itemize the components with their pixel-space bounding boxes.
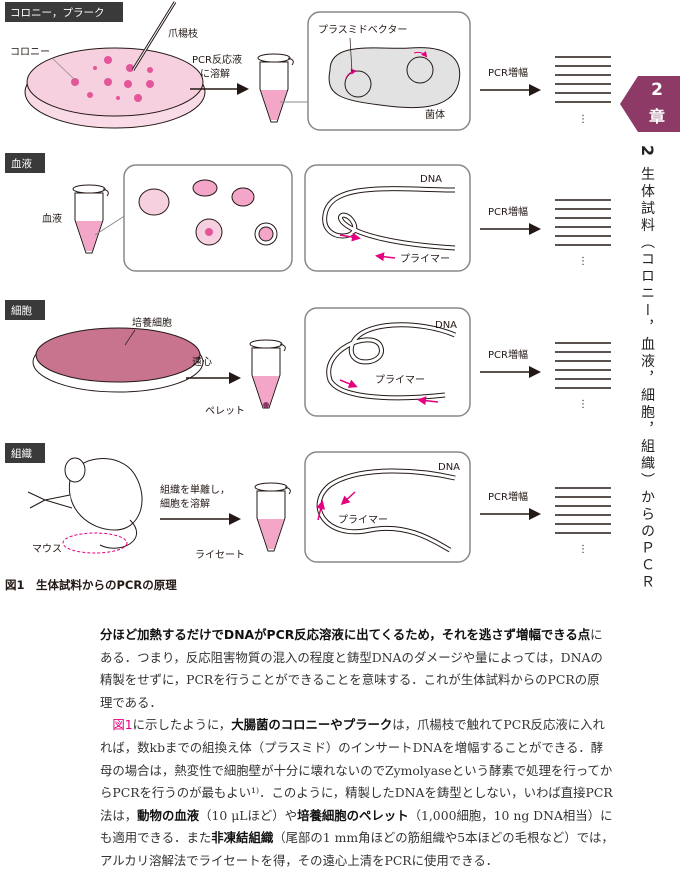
label-blood: 血液 bbox=[42, 212, 62, 225]
text-segment: 理である． bbox=[100, 694, 162, 710]
section-title: 生体試料（コロニー，血液，細胞，組織）からのＰＣＲ bbox=[639, 166, 655, 592]
label-primer: プライマー bbox=[338, 514, 388, 526]
row-colony: コロニー，プラーク コロニー 爪楊枝 PCR反応液 に溶解 プラスミドベクター … bbox=[5, 1, 612, 131]
ellipsis: ⋮ bbox=[578, 399, 588, 410]
text-line: 精製をせずに，PCRを行うことができることを意味する．これが生体試料からのPCR… bbox=[100, 669, 625, 692]
tube bbox=[249, 339, 286, 409]
text-line: れば，数kbまでの組換え体（プラスミド）のインサートDNAを増幅することができる… bbox=[100, 737, 625, 760]
section-number: 2 bbox=[638, 145, 657, 160]
label-toothpick: 爪楊枝 bbox=[168, 27, 198, 40]
bold-text: 大腸菌のコロニーやプラーク bbox=[231, 717, 393, 733]
label-cultured-cells: 培養細胞 bbox=[132, 316, 172, 329]
figure-reference-link[interactable]: 図1 bbox=[112, 717, 133, 733]
figure-caption: 図1 生体試料からのPCRの原理 bbox=[5, 578, 177, 592]
figure-1: コロニー，プラーク コロニー 爪楊枝 PCR反応液 に溶解 プラスミドベクター … bbox=[5, 1, 612, 563]
label-dna: DNA bbox=[435, 320, 457, 331]
label-isolate-tissue: 組織を単離し， bbox=[160, 483, 230, 496]
text-segment: （尾部の1 mm角ほどの筋組織や5本ほどの毛根など）では， bbox=[273, 830, 614, 846]
text-line: 母の場合は，熱変性で細胞壁が十分に壊れないのでZymolyaseという酵素で処理… bbox=[100, 760, 625, 783]
label-colony: コロニー bbox=[10, 47, 50, 58]
text-line: アルカリ溶解法でライセートを得，その遠心上清をPCRに使用できる． bbox=[100, 850, 625, 873]
pcr-product-bands bbox=[554, 487, 612, 534]
bacterium bbox=[328, 47, 461, 109]
row-label-box bbox=[5, 443, 45, 463]
label-primer: プライマー bbox=[400, 253, 450, 265]
bold-text: 分ほど加熱するだけでDNAがPCR反応溶液に出てくるため，それを逃さず増幅できる… bbox=[100, 627, 591, 642]
text-line: 分ほど加熱するだけでDNAがPCR反応溶液に出てくるため，それを逃さず増幅できる… bbox=[100, 624, 625, 647]
label-pellet: ペレット bbox=[205, 406, 245, 417]
text-segment: アルカリ溶解法でライセートを得，その遠心上清をPCRに使用できる． bbox=[100, 852, 499, 868]
label-mouse: マウス bbox=[32, 543, 62, 555]
row-label-box bbox=[5, 2, 123, 22]
row-label: 組織 bbox=[11, 447, 32, 460]
text-segment: に示したように， bbox=[132, 717, 232, 733]
chapter-number: 2 bbox=[651, 80, 663, 100]
petri-dish bbox=[24, 47, 206, 129]
tube bbox=[257, 53, 294, 123]
text-segment: に bbox=[590, 627, 603, 642]
blood-cells bbox=[138, 179, 278, 246]
tube bbox=[254, 482, 291, 552]
label-pcr-amp: PCR増幅 bbox=[488, 66, 528, 79]
text-segment: 精製をせずに，PCRを行うことができることを意味する．これが生体試料からのPCR… bbox=[100, 672, 600, 688]
text-line: 法は，動物の血液（10 μLほど）や培養細胞のペレット（1,000細胞，10 n… bbox=[100, 805, 625, 828]
text-segment: れば，数kbまでの組換え体（プラスミド）のインサートDNAを増幅することができる… bbox=[100, 739, 604, 755]
row-cells: 細胞 培養細胞 遠心 ペレット DNA プライマー PCR増幅 ⋮ bbox=[5, 300, 612, 417]
row-label: 血液 bbox=[11, 157, 32, 170]
row-label: 細胞 bbox=[11, 304, 32, 317]
text-segment: 母の場合は，熱変性で細胞壁が十分に壊れないのでZymolyaseという酵素で処理… bbox=[100, 762, 613, 778]
text-segment bbox=[100, 717, 112, 732]
pcr-product-bands bbox=[554, 56, 612, 103]
text-line: らPCRを行うのが最もよい¹⁾．このように，精製したDNAを鋳型としない，いわば… bbox=[100, 782, 625, 805]
bold-text: 非凍結組織 bbox=[211, 830, 274, 846]
label-lysate: ライセート bbox=[195, 549, 245, 561]
label-pcr-amp: PCR増幅 bbox=[488, 348, 528, 361]
label-pcr-amp: PCR増幅 bbox=[488, 490, 528, 503]
chapter-kanji: 章 bbox=[648, 107, 665, 126]
ellipsis: ⋮ bbox=[578, 256, 588, 267]
row-tissue: 組織 マウス 組織を単離し， 細胞を溶解 ライセート DNA プライマー PCR… bbox=[5, 443, 612, 563]
label-lyse-cells: 細胞を溶解 bbox=[160, 497, 210, 510]
label-primer: プライマー bbox=[375, 374, 425, 386]
text-line: 図1に示したように，大腸菌のコロニーやプラークは，爪楊枝で触れてPCR反応液に入… bbox=[100, 714, 625, 737]
text-line: 理である． bbox=[100, 692, 625, 715]
ellipsis: ⋮ bbox=[578, 114, 588, 125]
label-pcr-solution: PCR反応液 bbox=[192, 53, 242, 66]
bold-text: 培養細胞のペレット bbox=[297, 807, 409, 823]
dna-strand bbox=[317, 469, 456, 552]
zoom-panel-dna bbox=[304, 307, 471, 417]
ellipsis: ⋮ bbox=[578, 544, 588, 555]
text-segment: （1,000細胞，10 ng DNA相当）に bbox=[408, 807, 613, 823]
plasmid bbox=[406, 56, 434, 84]
text-segment: 法は， bbox=[100, 807, 138, 823]
text-segment: ある．つまり，反応阻害物質の混入の程度と鋳型DNAのダメージや量によっては，DN… bbox=[100, 649, 603, 665]
label-dna: DNA bbox=[438, 462, 460, 473]
text-line: ある．つまり，反応阻害物質の混入の程度と鋳型DNAのダメージや量によっては，DN… bbox=[100, 647, 625, 670]
label-plasmid: プラスミドベクター bbox=[318, 24, 407, 36]
row-label-box bbox=[5, 300, 45, 320]
tube bbox=[72, 184, 109, 254]
label-dissolve: に溶解 bbox=[200, 67, 230, 80]
running-header: 2 生体試料（コロニー，血液，細胞，組織）からのＰＣＲ bbox=[637, 145, 657, 592]
label-bacterium: 菌体 bbox=[425, 109, 445, 121]
text-segment: は，爪楊枝で触れてPCR反応液に入れ bbox=[392, 717, 605, 733]
cultured-cells bbox=[35, 327, 201, 383]
bold-text: 動物の血液 bbox=[137, 807, 200, 823]
label-centrifuge: 遠心 bbox=[192, 355, 212, 368]
pcr-product-bands bbox=[554, 199, 612, 246]
plasmid bbox=[344, 70, 372, 98]
row-blood: 血液 血液 DNA プライマー PCR増幅 ⋮ bbox=[5, 153, 612, 272]
text-line: も適用できる．また非凍結組織（尾部の1 mm角ほどの筋組織や5本ほどの毛根など）… bbox=[100, 827, 625, 850]
row-label: コロニー，プラーク bbox=[10, 7, 105, 19]
text-segment: らPCRを行うのが最もよい¹⁾．このように，精製したDNAを鋳型としない，いわば… bbox=[100, 785, 613, 801]
body-text: 分ほど加熱するだけでDNAがPCR反応溶液に出てくるため，それを逃さず増幅できる… bbox=[100, 624, 625, 873]
label-dna: DNA bbox=[420, 174, 442, 185]
pcr-product-bands bbox=[554, 342, 612, 389]
label-pcr-amp: PCR増幅 bbox=[488, 205, 528, 218]
text-segment: （10 μLほど）や bbox=[199, 807, 298, 823]
mouse-illustration bbox=[27, 457, 143, 554]
text-segment: も適用できる．また bbox=[100, 830, 212, 846]
row-label-box bbox=[5, 153, 45, 173]
dna-strand bbox=[327, 323, 456, 400]
